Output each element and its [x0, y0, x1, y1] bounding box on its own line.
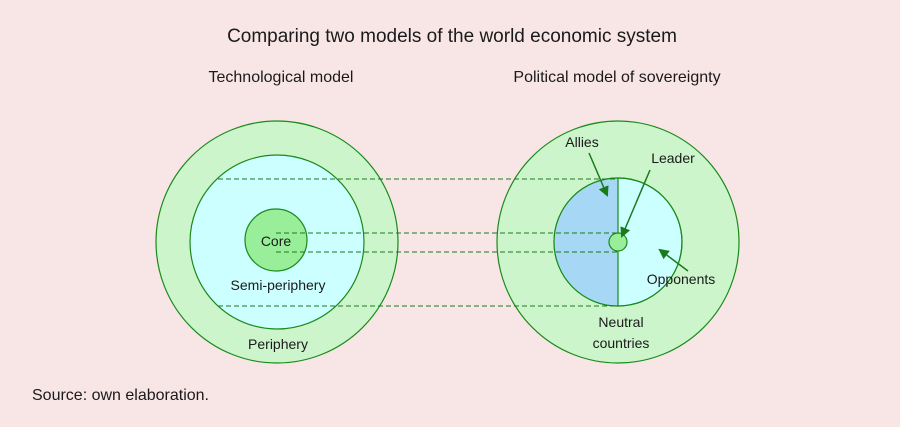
opponents-label: Opponents [647, 271, 716, 287]
leader-arrow [620, 169, 651, 238]
periphery-label: Periphery [248, 336, 308, 352]
technological-model: Core Semi-periphery Periphery [155, 120, 399, 364]
source-note: Source: own elaboration. [32, 387, 209, 404]
leader-circle [608, 232, 628, 252]
neutral-label-line1: Neutral [598, 314, 643, 330]
right-model-heading: Political model of sovereignty [513, 69, 720, 86]
diagram-title: Comparing two models of the world econom… [227, 26, 677, 47]
allies-label: Allies [565, 134, 598, 150]
connector-lines [218, 178, 618, 307]
opponents-arrow [658, 248, 689, 272]
allies-arrow [588, 152, 609, 197]
allies-area [554, 178, 618, 306]
neutral-label-line2: countries [593, 335, 650, 351]
political-model: Allies Leader Opponents Neutral countrie… [496, 120, 740, 364]
left-model-heading: Technological model [209, 69, 354, 86]
semi-periphery-label: Semi-periphery [231, 277, 326, 293]
leader-label: Leader [651, 150, 695, 166]
core-circle [244, 208, 308, 272]
core-label: Core [261, 233, 292, 249]
